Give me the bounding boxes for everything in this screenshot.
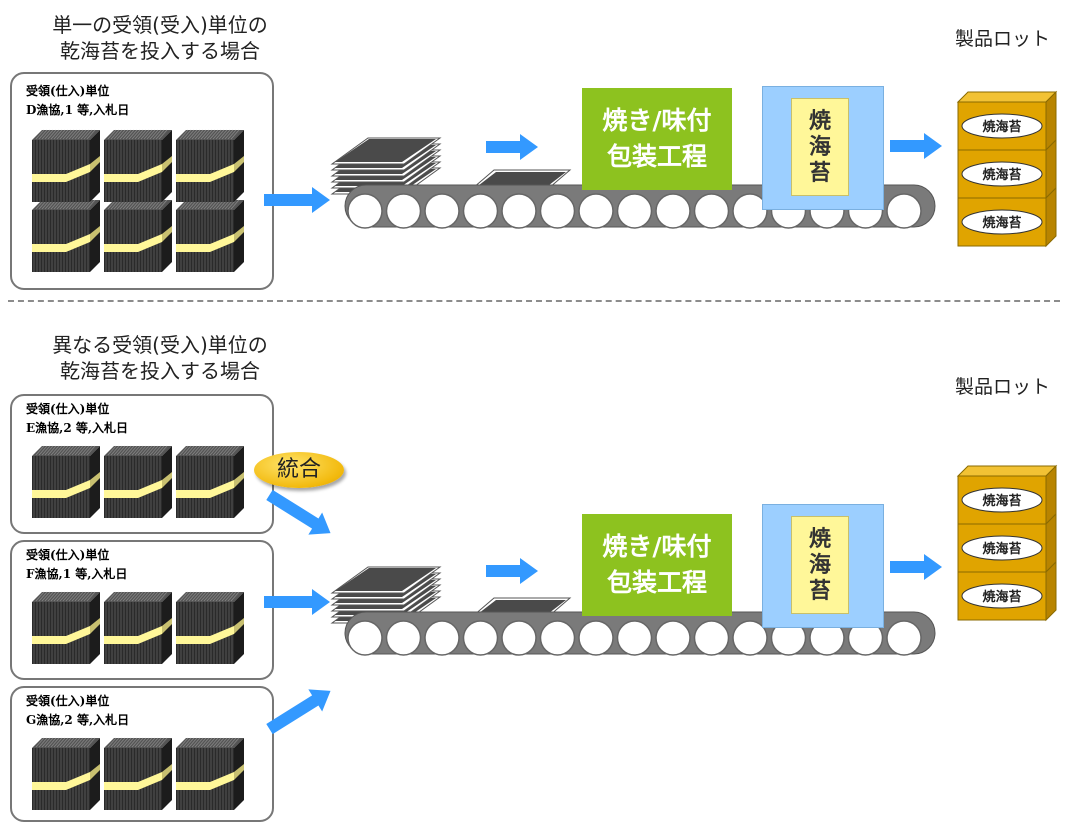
lot-g-merge-arrow [262,686,338,738]
arrow-shape [890,133,942,159]
nori-bundles-icon [32,129,244,272]
bottom-to-process-arrow [484,558,540,584]
bottom-process-line2: 包装工程 [606,568,707,597]
lot-label-f: 受領(仕入)単位 F漁協,1 等,入札日 [26,546,127,584]
bottom-pack-label: 焼 海 苔 [791,516,849,614]
lot-label-f-line2: F漁協,1 等,入札日 [26,567,128,581]
top-heading-line1: 単一の受領(受入)単位の [52,13,268,37]
arrow-shape [486,134,538,160]
top-process-line2: 包装工程 [606,142,707,171]
arrow-shape [890,554,942,580]
lot-label-e-line2: E漁協,2 等,入札日 [26,421,129,435]
bottom-pack-char3: 苔 [808,578,831,604]
lot-label-g-line1: 受領(仕入)単位 [26,694,110,708]
top-dried-nori-stack [32,129,254,286]
dried-nori-stack-g [32,737,254,822]
lot-label-g: 受領(仕入)単位 G漁協,2 等,入札日 [26,692,129,730]
lot-label-f-line1: 受領(仕入)単位 [26,548,110,562]
top-product-box-stack: 焼海苔焼海苔焼海苔 [950,90,1062,256]
bottom-pack-char1: 焼 [808,526,831,552]
top-product-lot-title: 製品ロット [955,28,1051,50]
top-input-arrow [262,186,332,218]
dried-nori-stack-e [32,445,254,530]
top-output-arrow [888,133,944,159]
lot-label-e: 受領(仕入)単位 E漁協,2 等,入札日 [26,400,128,438]
top-nori-sheets-icon [330,136,452,216]
nori-bundles-icon [32,737,244,810]
bottom-pack-char2: 海 [808,552,831,578]
bottom-product-lot-title: 製品ロット [955,376,1051,398]
box-label: 焼海苔 [982,167,1021,183]
top-lot-label-line1: 受領(仕入)単位 [26,84,110,98]
top-pack-label: 焼 海 苔 [791,98,849,196]
lot-label-e-line1: 受領(仕入)単位 [26,402,110,416]
top-lot-label: 受領(仕入)単位 D漁協,1 等,入札日 [26,82,129,120]
top-lot-label-line2: D漁協,1 等,入札日 [26,103,130,117]
lot-f-input-arrow [262,588,332,620]
box-label: 焼海苔 [982,541,1021,557]
box-label: 焼海苔 [982,493,1021,509]
bottom-heading: 異なる受領(受入)単位の 乾海苔を投入する場合 [10,332,310,384]
arrow-shape [266,689,331,735]
top-to-process-arrow [484,134,540,160]
dried-nori-stack-f [32,591,254,676]
arrow-shape [264,589,330,615]
merge-badge: 統合 [254,452,344,488]
bottom-product-box-stack: 焼海苔焼海苔焼海苔 [950,464,1062,630]
top-pack-char2: 海 [808,134,831,160]
box-label: 焼海苔 [982,589,1021,605]
nori-bundles-icon [32,591,244,664]
bottom-heading-line1: 異なる受領(受入)単位の [52,333,268,357]
top-heading-line2: 乾海苔を投入する場合 [60,39,260,63]
bottom-process-box: 焼き/味付 包装工程 [582,514,732,616]
lot-e-merge-arrow [262,489,338,542]
top-pack-char1: 焼 [808,108,831,134]
top-process-line1: 焼き/味付 [602,106,712,135]
nori-bundles-icon [32,445,244,518]
top-heading: 単一の受領(受入)単位の 乾海苔を投入する場合 [10,12,310,64]
section-divider [8,300,1060,302]
bottom-heading-line2: 乾海苔を投入する場合 [60,359,260,383]
top-process-box: 焼き/味付 包装工程 [582,88,732,190]
bottom-nori-sheets-icon [330,565,452,645]
box-label: 焼海苔 [982,119,1021,135]
arrow-shape [266,489,331,535]
top-pack-char3: 苔 [808,160,831,186]
bottom-output-arrow [888,554,944,580]
bottom-process-line1: 焼き/味付 [602,532,712,561]
arrow-shape [264,187,330,213]
box-label: 焼海苔 [982,215,1021,231]
arrow-shape [486,558,538,584]
lot-label-g-line2: G漁協,2 等,入札日 [26,713,130,727]
